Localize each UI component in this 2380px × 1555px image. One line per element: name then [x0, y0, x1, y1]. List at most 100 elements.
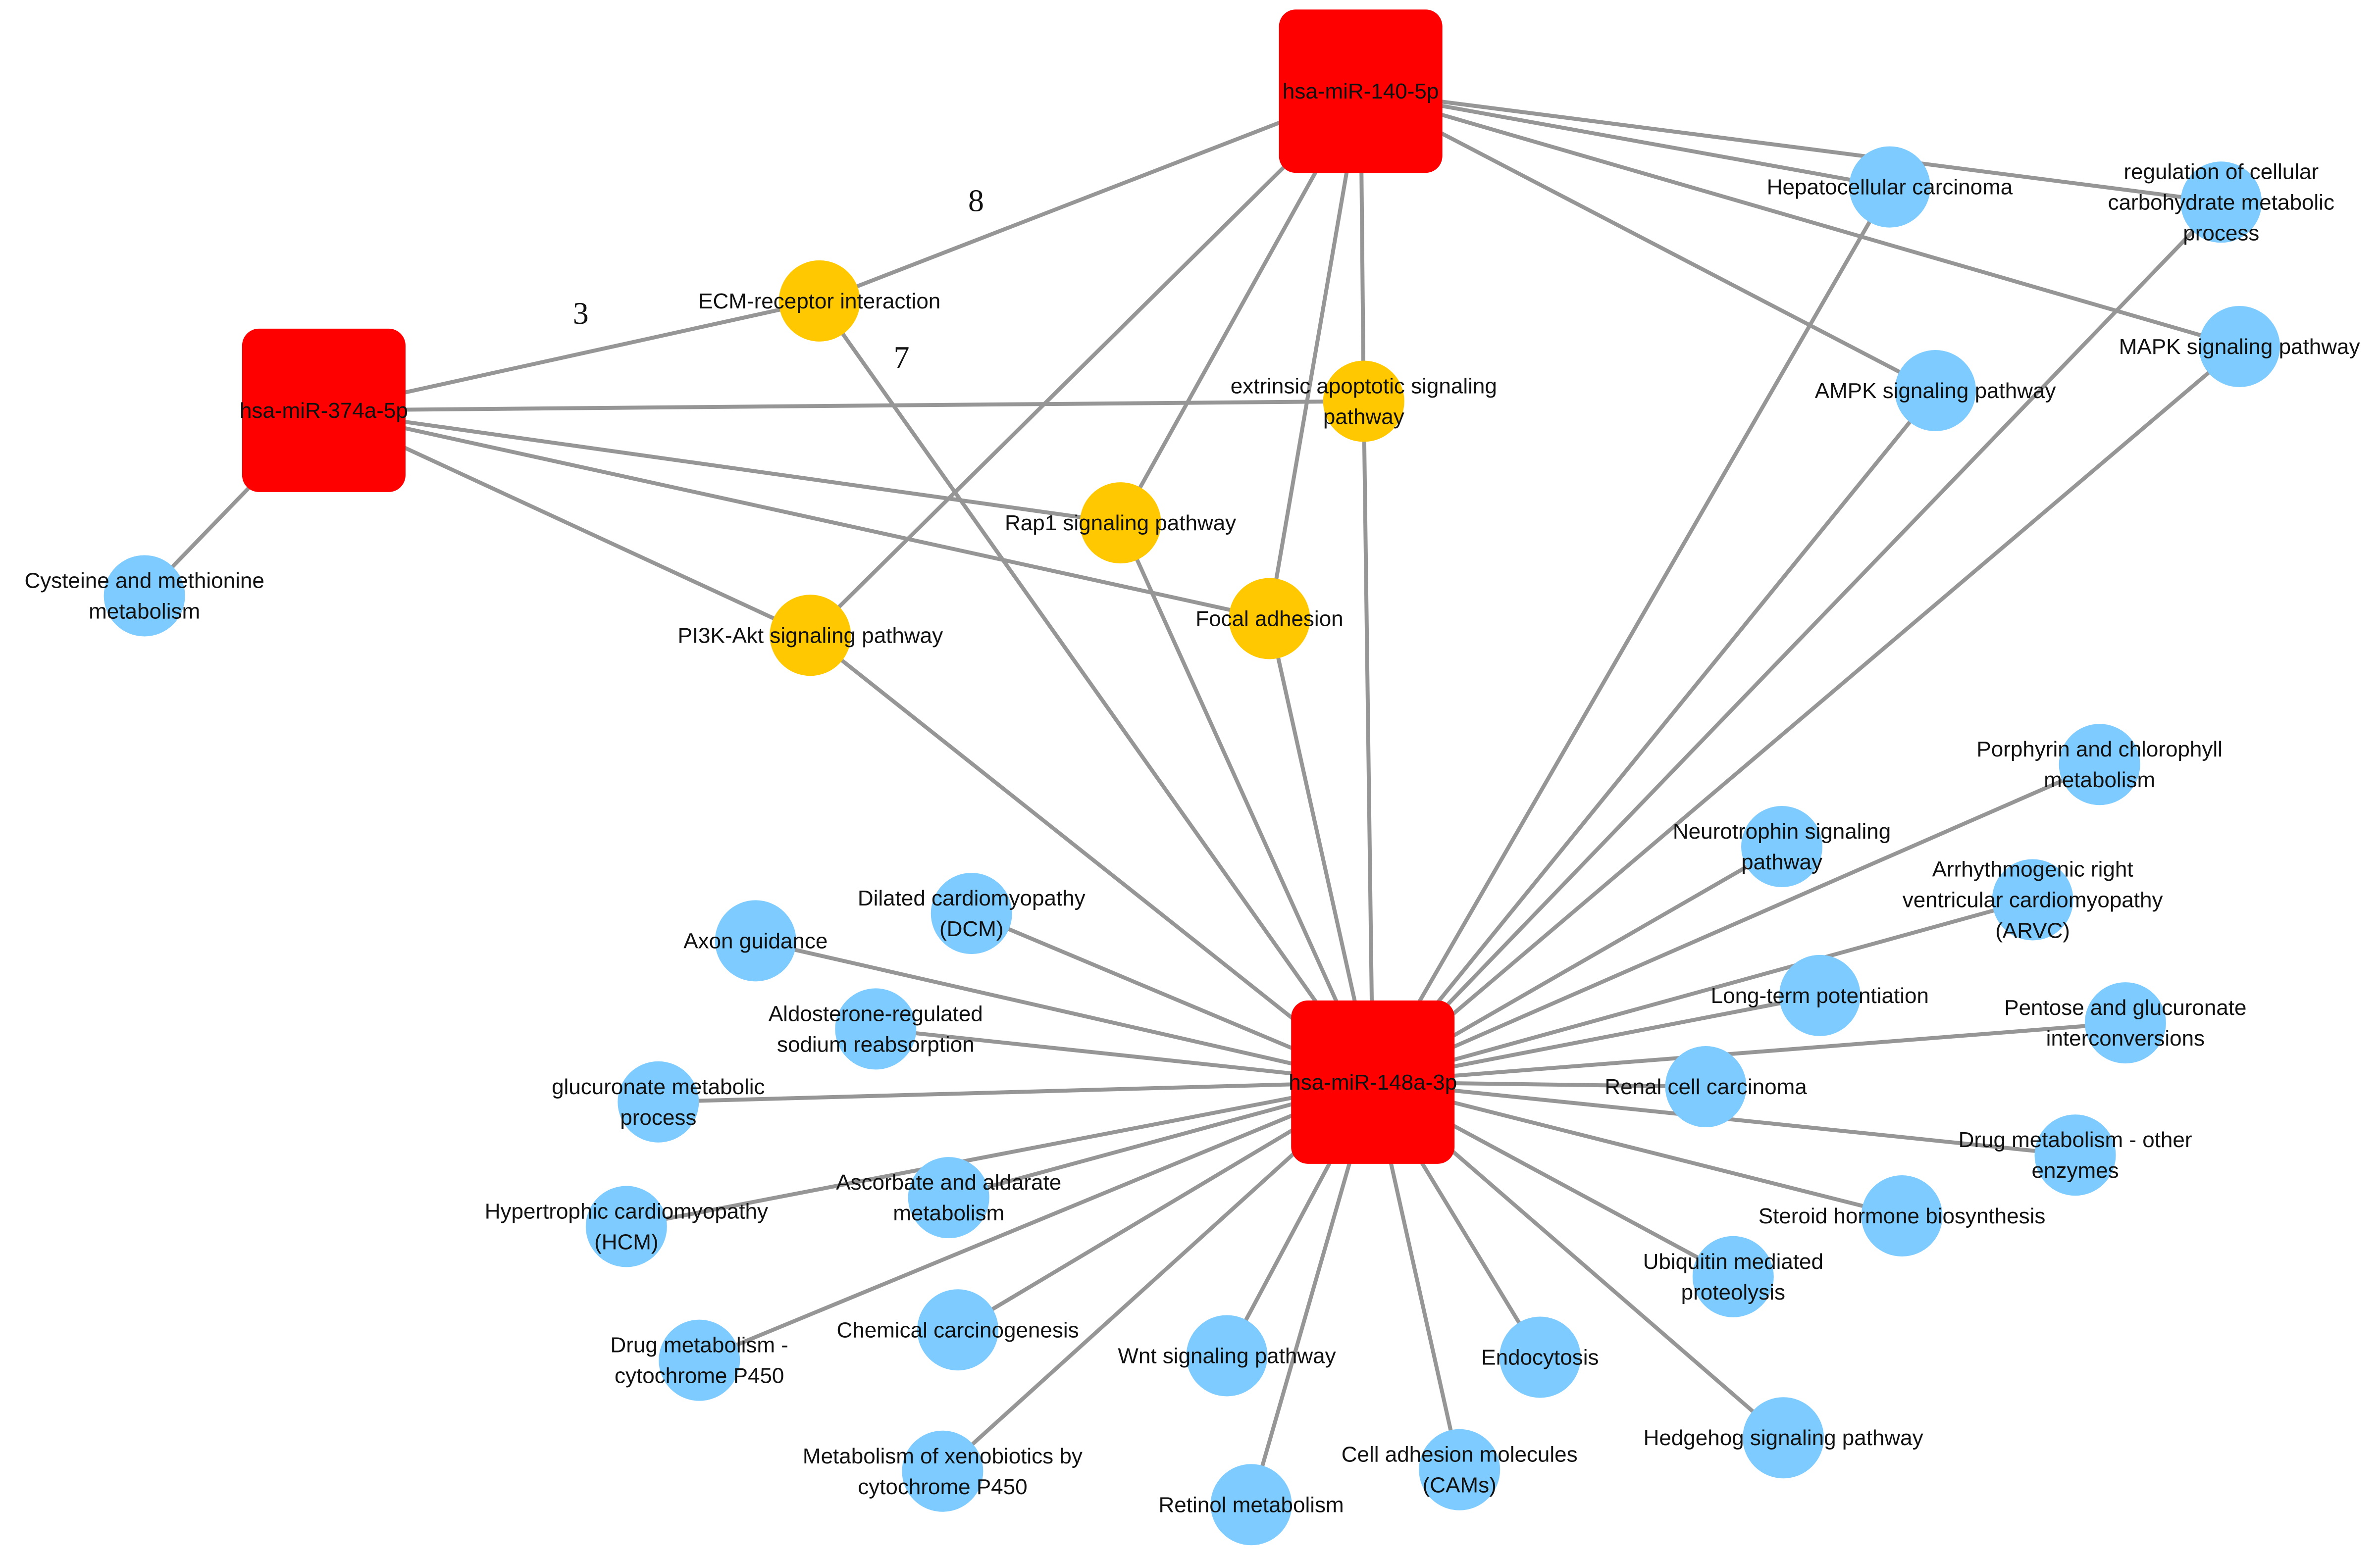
- node-label-hcm: Hypertrophic cardiomyopathy(HCM): [485, 1199, 768, 1254]
- node-label-rap1: Rap1 signaling pathway: [1005, 511, 1236, 535]
- node-label-hedge: Hedgehog signaling pathway: [1644, 1426, 1923, 1450]
- node-label-chem: Chemical carcinogenesis: [837, 1318, 1079, 1342]
- edge-m148-glucu: [658, 1080, 1373, 1104]
- node-label-ecm: ECM-receptor interaction: [698, 289, 940, 313]
- edge-m148-arvc: [1372, 898, 2033, 1084]
- pathway-node-cams[interactable]: [1419, 1429, 1500, 1510]
- edge-m148-axon: [755, 939, 1374, 1084]
- edge-m148-hcm: [626, 1080, 1373, 1229]
- node-label-m148: hsa-miR-148a-3p: [1289, 1070, 1457, 1095]
- shared-pathway-node-focal[interactable]: [1229, 578, 1310, 659]
- pathway-node-neuro[interactable]: [1741, 805, 1823, 887]
- edge-m148-rap1: [1118, 522, 1375, 1083]
- pathway-node-drugp[interactable]: [659, 1319, 740, 1401]
- pathway-node-dcm[interactable]: [931, 873, 1012, 954]
- node-label-retinol: Retinol metabolism: [1159, 1493, 1344, 1517]
- node-label-renal: Renal cell carcinoma: [1604, 1075, 1807, 1099]
- pathway-node-hcc[interactable]: [1849, 146, 1931, 228]
- node-label-mapk: MAPK signaling pathway: [2119, 335, 2360, 359]
- node-label-pi3k: PI3K-Akt signaling pathway: [677, 623, 943, 648]
- node-label-endo: Endocytosis: [1481, 1346, 1599, 1370]
- node-label-dcm: Dilated cardiomyopathy(DCM): [858, 886, 1086, 941]
- edge-count-c8: 8: [968, 183, 984, 218]
- edge-m148-pent: [1372, 1021, 2126, 1084]
- nodes-layer: [103, 9, 2280, 1546]
- pathway-node-mapk[interactable]: [2199, 305, 2280, 387]
- pathway-node-ltp[interactable]: [1779, 954, 1861, 1036]
- node-label-ampk: AMPK signaling pathway: [1815, 379, 2056, 403]
- pathway-node-hcm[interactable]: [585, 1186, 667, 1267]
- node-label-wnt: Wnt signaling pathway: [1118, 1344, 1336, 1368]
- node-label-focal: Focal adhesion: [1195, 606, 1343, 631]
- shared-pathway-node-rap1[interactable]: [1080, 482, 1161, 564]
- edge-m148-hcc: [1371, 186, 1892, 1083]
- edge-m374-ecm: [323, 299, 820, 412]
- edge-m148-porph: [1372, 762, 2101, 1084]
- pathway-node-ampk[interactable]: [1895, 350, 1976, 431]
- node-label-m140: hsa-miR-140-5p: [1283, 79, 1439, 103]
- shared-pathway-node-pi3k[interactable]: [770, 595, 851, 676]
- mirna-node-m148[interactable]: [1291, 1000, 1455, 1164]
- edge-m148-ster: [1372, 1080, 1903, 1218]
- node-label-cams: Cell adhesion molecules(CAMs): [1342, 1443, 1578, 1498]
- pathway-node-chem[interactable]: [917, 1289, 999, 1371]
- edge-m374-extr: [323, 399, 1364, 412]
- mirna-node-m374[interactable]: [242, 328, 406, 492]
- pathway-node-retinol[interactable]: [1210, 1464, 1292, 1546]
- edge-count-c7: 7: [894, 340, 910, 375]
- node-label-m374: hsa-miR-374a-5p: [240, 399, 408, 423]
- edge-m140-hcc: [1360, 89, 1890, 189]
- pathway-node-renal[interactable]: [1665, 1046, 1747, 1128]
- shared-pathway-node-ecm[interactable]: [778, 260, 860, 342]
- edge-m374-rap1: [323, 408, 1121, 525]
- pathway-node-porph[interactable]: [2059, 724, 2140, 805]
- pathway-node-arvc[interactable]: [1992, 859, 2073, 941]
- edge-counts-layer: 3 8 7: [573, 183, 984, 375]
- pathway-node-carb[interactable]: [2180, 161, 2262, 243]
- labels-layer: Hepatocellular carcinoma regulation of ce…: [24, 79, 2360, 1517]
- node-label-ster: Steroid hormone biosynthesis: [1759, 1204, 2046, 1228]
- edge-m140-carb: [1360, 89, 2222, 204]
- edges-layer: [143, 89, 2241, 1505]
- mirna-node-m140[interactable]: [1279, 9, 1443, 173]
- pathway-node-endo[interactable]: [1499, 1316, 1581, 1398]
- pathway-node-drugo[interactable]: [2034, 1114, 2116, 1196]
- edge-count-c3: 3: [573, 296, 589, 331]
- edge-m148-carb: [1371, 201, 2223, 1084]
- edge-m148-mapk: [1371, 345, 2241, 1084]
- edge-m148-ampk: [1371, 389, 1937, 1084]
- pathway-node-pent[interactable]: [2084, 982, 2166, 1064]
- edge-m148-pi3k: [809, 634, 1374, 1084]
- pathway-node-glucu[interactable]: [618, 1061, 699, 1143]
- pathway-node-cys[interactable]: [103, 555, 185, 637]
- edge-m140-focal: [1267, 91, 1363, 619]
- node-label-ltp: Long-term potentiation: [1711, 984, 1929, 1008]
- pathway-node-ascor[interactable]: [908, 1157, 989, 1239]
- pathway-node-aldo[interactable]: [835, 988, 917, 1070]
- pathway-node-ubiq[interactable]: [1692, 1236, 1774, 1317]
- shared-pathway-node-extr[interactable]: [1323, 360, 1404, 442]
- node-label-hcc: Hepatocellular carcinoma: [1767, 175, 2013, 200]
- edge-m140-ampk: [1359, 89, 1936, 393]
- pathway-node-hedge[interactable]: [1743, 1397, 1824, 1479]
- pathway-node-wnt[interactable]: [1186, 1315, 1268, 1397]
- pathway-node-xeno[interactable]: [902, 1430, 983, 1512]
- pathway-node-axon[interactable]: [715, 900, 796, 982]
- edge-m374-focal: [323, 408, 1270, 621]
- pathway-node-ster[interactable]: [1861, 1175, 1943, 1256]
- edge-m148-aldo: [875, 1027, 1373, 1084]
- edge-m140-ecm: [819, 89, 1362, 303]
